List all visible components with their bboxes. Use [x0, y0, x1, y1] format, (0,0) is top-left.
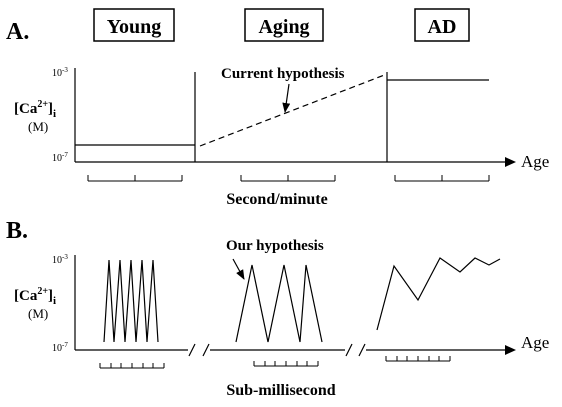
- panel-b-aging-oscillation: [235, 264, 323, 343]
- panel-b-annotation-arrow: [232, 258, 245, 280]
- panel-b-time-scale-label: Sub-millisecond: [226, 382, 335, 399]
- panel-a-ylabel: [Ca2+]i: [14, 99, 56, 120]
- panel-b-annotation: Our hypothesis: [226, 238, 324, 254]
- panel-a: A. Young Aging AD [Ca2+]i (M) 10-3 10-7: [6, 8, 549, 208]
- panel-b-time-bracket-aging: [253, 361, 319, 367]
- panel-a-ytick-top: 10-3: [52, 66, 68, 79]
- panel-b-x-axis-label: Age: [521, 333, 549, 352]
- panel-a-ylabel-unit: (M): [28, 119, 48, 134]
- panel-a-time-bracket-aging: [240, 175, 336, 182]
- header-ad: AD: [414, 8, 470, 42]
- header-aging-label: Aging: [258, 16, 309, 38]
- panel-b-ytick-bottom: 10-7: [52, 341, 68, 354]
- header-ad-box: [414, 8, 470, 42]
- header-aging-box: [244, 8, 324, 42]
- panel-b-x-axis-arrowhead: [505, 345, 516, 355]
- panel-a-x-axis-label: Age: [521, 152, 549, 171]
- panel-a-time-scale-label: Second/minute: [226, 191, 327, 208]
- panel-a-annotation: Current hypothesis: [221, 66, 345, 82]
- panel-a-aging-trend-dashed: [199, 73, 388, 147]
- panel-a-ytick-bottom: 10-7: [52, 151, 68, 164]
- header-ad-label: AD: [428, 16, 457, 38]
- panel-b-ad-elevated: [376, 257, 501, 331]
- panel-b-young-oscillation: [103, 259, 159, 343]
- header-aging: Aging: [244, 8, 324, 42]
- panel-b: B. [Ca2+]i (M) 10-3 10-7 Age: [6, 218, 549, 399]
- panel-b-ylabel-unit: (M): [28, 306, 48, 321]
- panel-b-axis-break-2: [345, 343, 366, 357]
- panel-a-annotation-arrow: [282, 83, 291, 113]
- header-young-label: Young: [107, 16, 161, 38]
- panel-b-ylabel: [Ca2+]i: [14, 286, 56, 307]
- panel-b-time-bracket-ad: [385, 356, 451, 362]
- panel-a-x-axis-arrowhead: [505, 157, 516, 167]
- panel-a-time-bracket-ad: [394, 175, 490, 182]
- panel-b-letter: B.: [6, 218, 28, 244]
- panel-b-time-bracket-young: [99, 363, 165, 369]
- panel-b-ytick-top: 10-3: [52, 253, 68, 266]
- header-young: Young: [93, 8, 175, 42]
- panel-b-axis-break-1: [188, 343, 210, 357]
- panel-a-time-bracket-young: [87, 175, 183, 182]
- panel-a-letter: A.: [6, 19, 29, 45]
- header-young-box: [93, 8, 175, 42]
